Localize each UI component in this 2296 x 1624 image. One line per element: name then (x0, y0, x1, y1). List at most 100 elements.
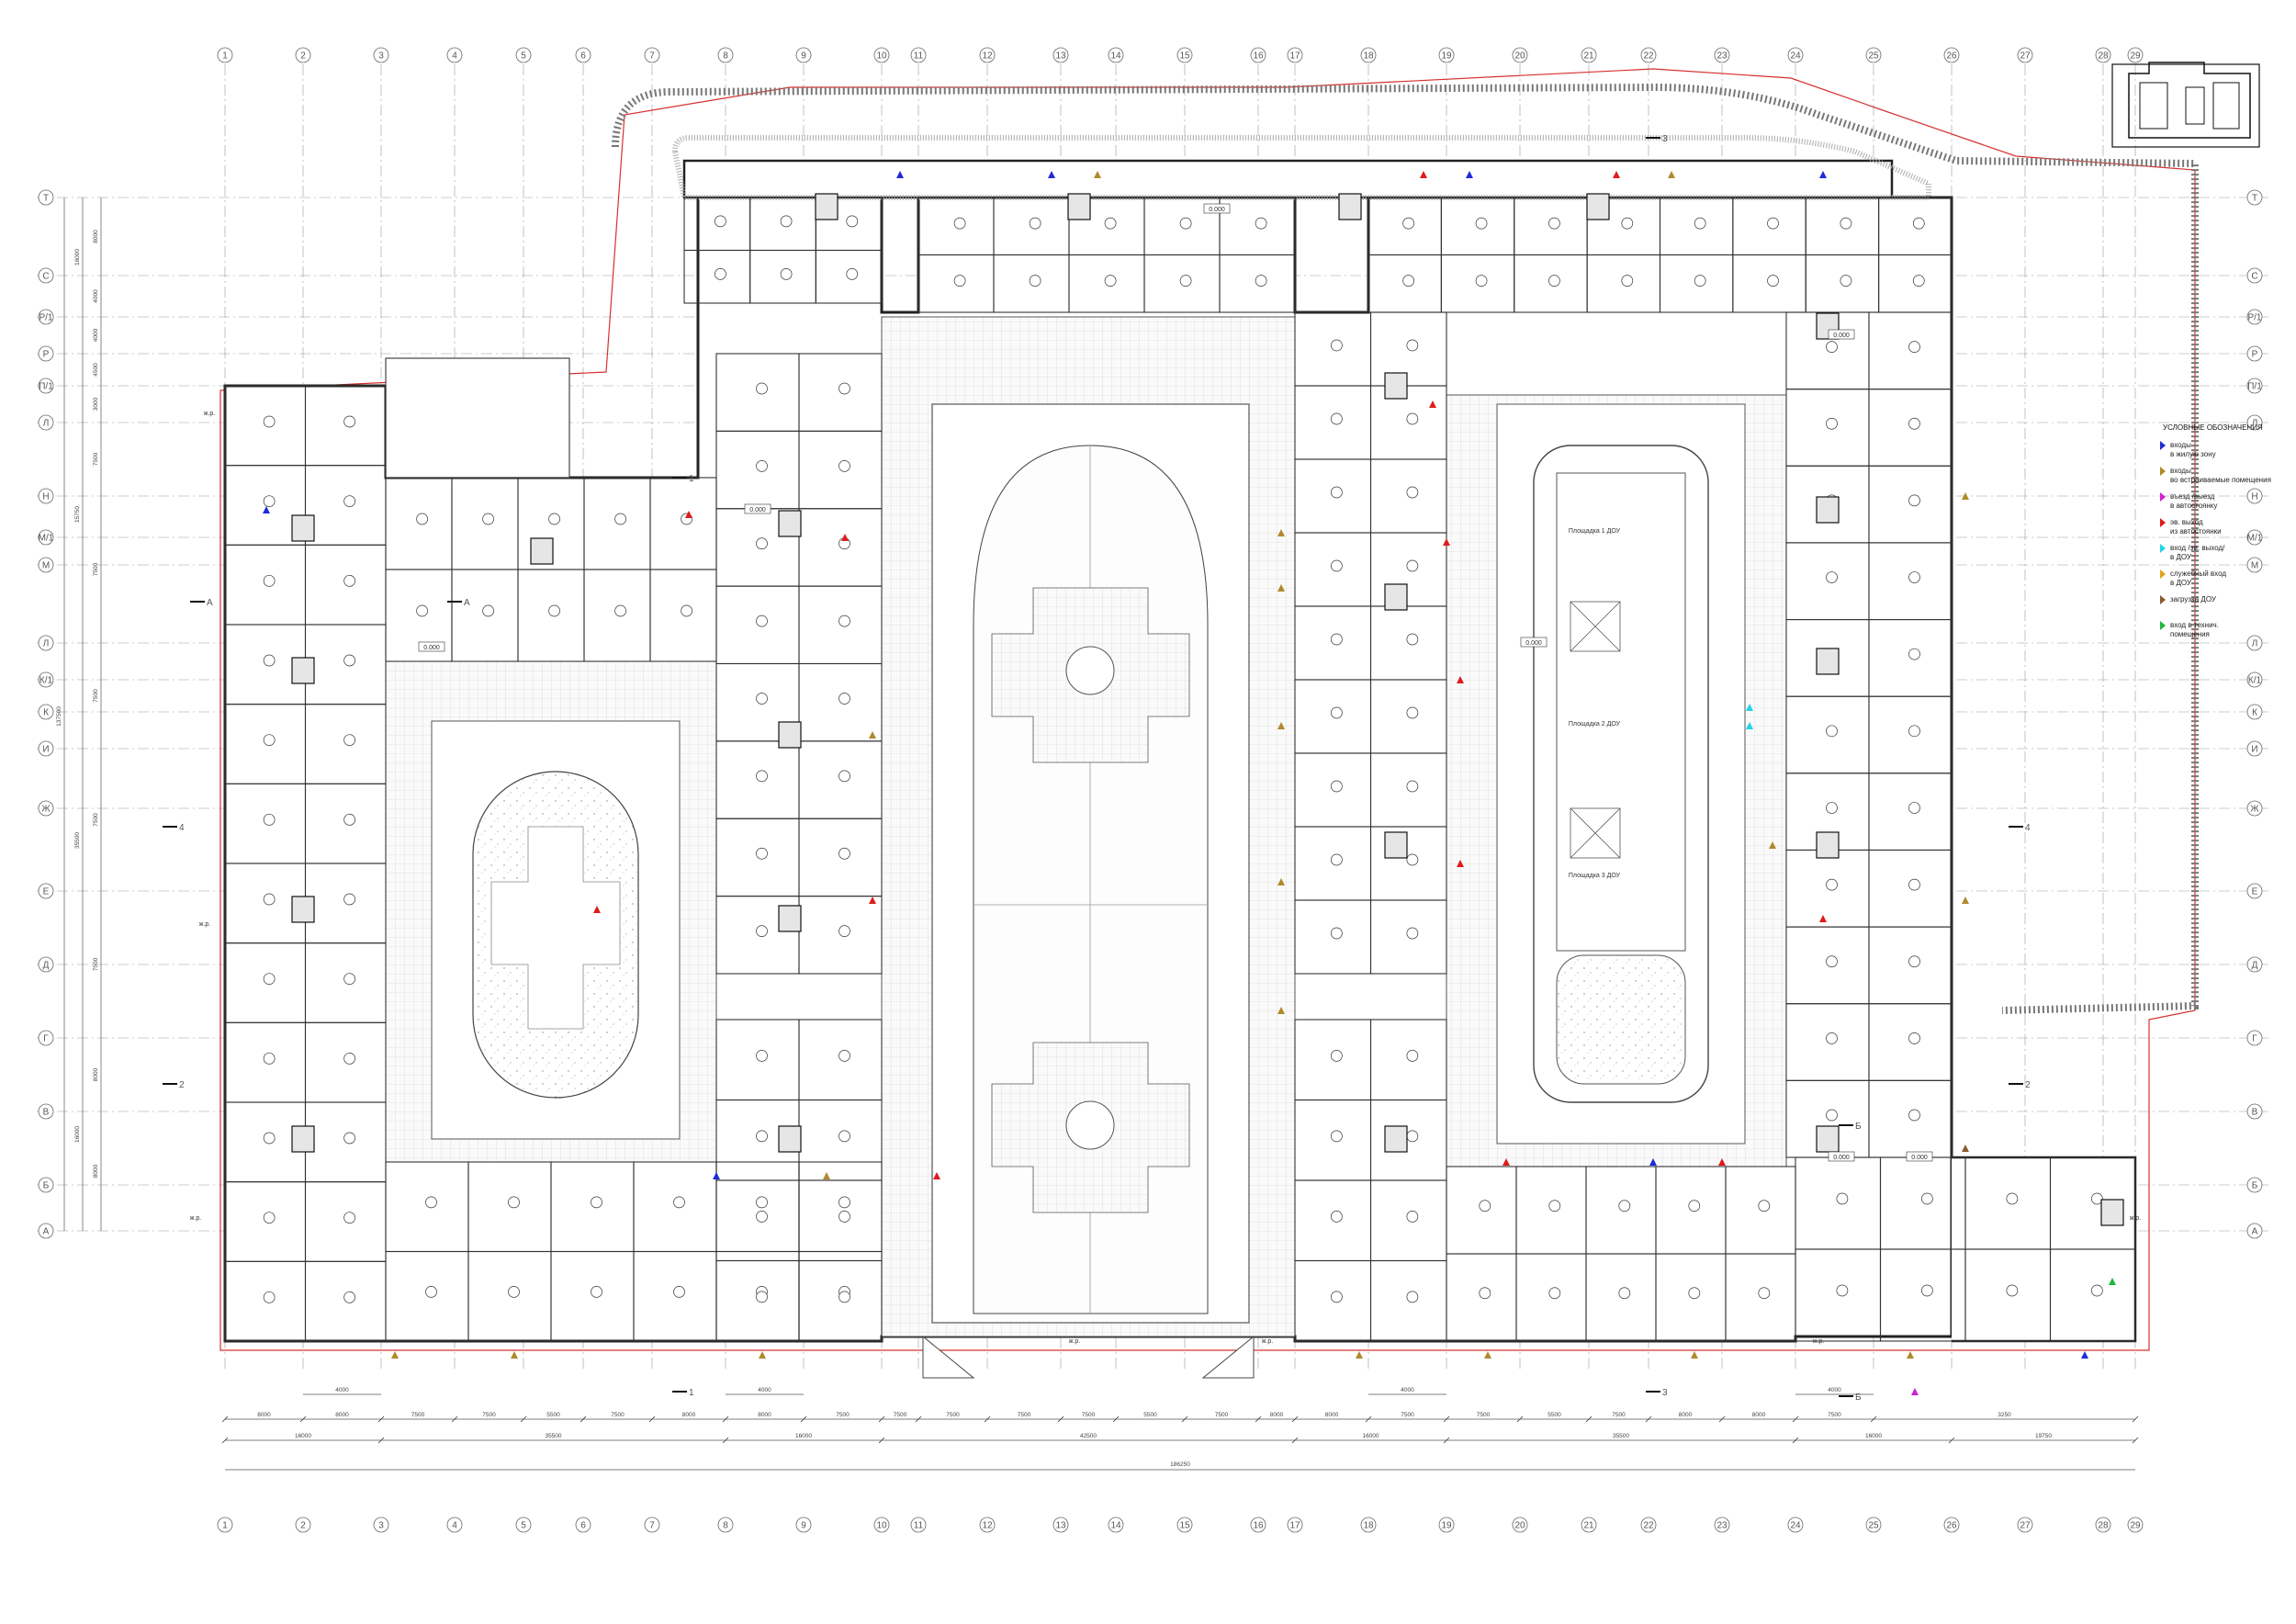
room-tag (1912, 217, 1925, 230)
axis-label: 2 (300, 51, 306, 62)
axis-bubble (2246, 345, 2263, 362)
dim-value: 7500 (93, 689, 99, 703)
room-tag (838, 693, 850, 705)
axis-bubble (1052, 47, 1069, 63)
room-tag (673, 1286, 685, 1298)
room-tag (1406, 486, 1419, 499)
apartment-cell (815, 249, 883, 304)
room-tag (263, 813, 276, 826)
room-tag (1179, 217, 1192, 230)
entrance-marker (263, 506, 270, 513)
axis-label: 4 (452, 51, 457, 62)
axis-label: 27 (2020, 51, 2031, 62)
property-boundary (219, 68, 2196, 1351)
room-tag (756, 1050, 768, 1062)
dim-tick (1181, 1415, 1188, 1423)
axis-label: 5 (521, 51, 526, 62)
axis-label: 14 (1110, 51, 1121, 62)
legend-triangle-marker (2160, 441, 2166, 450)
room-tag (756, 537, 768, 550)
axis-bubble (979, 1517, 996, 1533)
axis-label: Т (43, 194, 49, 204)
axis-label: 17 (1289, 51, 1300, 62)
entrance-marker (1457, 860, 1464, 867)
room-tag (508, 1196, 520, 1209)
dim-overall: 137500 (56, 706, 62, 727)
legend-title: УСЛОВНЫЕ ОБОЗНАЧЕНИЯ (2163, 423, 2263, 432)
axis-bubble (2246, 800, 2263, 817)
parking-ramp-area (385, 357, 570, 479)
axis-bubble (2246, 529, 2263, 546)
room-tag (838, 770, 850, 783)
legend-triangle-marker (2160, 621, 2166, 630)
dim-value: 8000 (257, 1412, 271, 1418)
room-tag (343, 893, 355, 906)
room-tag (416, 604, 428, 617)
axis-bubble (38, 378, 54, 394)
axis-bubble (38, 956, 54, 973)
room-tag (1331, 853, 1343, 866)
axis-label: 16 (1253, 51, 1264, 62)
level-box (1828, 329, 1855, 340)
axis-bubble (1108, 47, 1124, 63)
room-tag (838, 459, 850, 472)
axis-label: 23 (1716, 1521, 1728, 1531)
axis-bubble (38, 671, 54, 688)
room-tag (715, 268, 726, 280)
dim-tick (451, 1415, 458, 1423)
room-tag (1908, 1032, 1920, 1044)
axis-label: 11 (914, 1521, 924, 1531)
axis-label: 18 (1363, 51, 1374, 62)
dim-value: 3250 (1998, 1412, 2011, 1418)
stair-core (1384, 372, 1408, 400)
level-box (1203, 203, 1231, 214)
stair-core (291, 514, 315, 542)
axis-bubble (38, 740, 54, 757)
room-tag (482, 513, 494, 525)
axis-bubble (446, 1517, 463, 1533)
stair-core (815, 193, 838, 220)
level-box (1828, 1151, 1855, 1162)
axis-label: Г (2252, 1034, 2257, 1044)
room-tag (614, 513, 626, 525)
axis-label: П/1 (2247, 382, 2262, 392)
entrance-marker (1277, 722, 1285, 729)
axis-label: 3 (378, 51, 384, 62)
playground-equipment (1570, 807, 1621, 859)
room-tag (1836, 1284, 1849, 1297)
entrance-marker (759, 1351, 766, 1359)
dim-value: 16000 (1362, 1433, 1379, 1439)
dim-value: 7500 (836, 1412, 850, 1418)
room-tag (756, 770, 768, 783)
axis-bubble (1512, 1517, 1528, 1533)
room-tag (1331, 486, 1343, 499)
axis-label: 25 (1868, 1521, 1879, 1531)
dim-value: 4000 (1828, 1387, 1841, 1393)
room-tag (756, 615, 768, 627)
axis-bubble (2246, 956, 2263, 973)
room-tag (263, 1052, 276, 1065)
axis-label: 7 (649, 51, 655, 62)
room-tag (673, 1196, 685, 1209)
dim-tick (580, 1415, 587, 1423)
entrance-marker (391, 1351, 399, 1359)
axis-bubble (38, 800, 54, 817)
dim-tick (1112, 1415, 1120, 1423)
entrance-marker (869, 731, 876, 739)
axis-bubble (38, 704, 54, 720)
axis-bubble (2095, 1517, 2111, 1533)
entrance-marker (713, 1172, 720, 1179)
axis-label: 6 (580, 1521, 586, 1531)
axis-bubble (1250, 1517, 1266, 1533)
axis-label: 15 (1179, 51, 1190, 62)
room-tag (1767, 217, 1779, 230)
room-tag (343, 415, 355, 428)
section-mark-label: 2 (179, 1080, 185, 1090)
level-label: 0.000 (423, 645, 440, 651)
room-tag (343, 973, 355, 986)
dim-value: 35500 (1613, 1433, 1629, 1439)
room-tag (263, 893, 276, 906)
room-tag (2091, 1284, 2103, 1297)
entrance-marker (1048, 171, 1055, 178)
